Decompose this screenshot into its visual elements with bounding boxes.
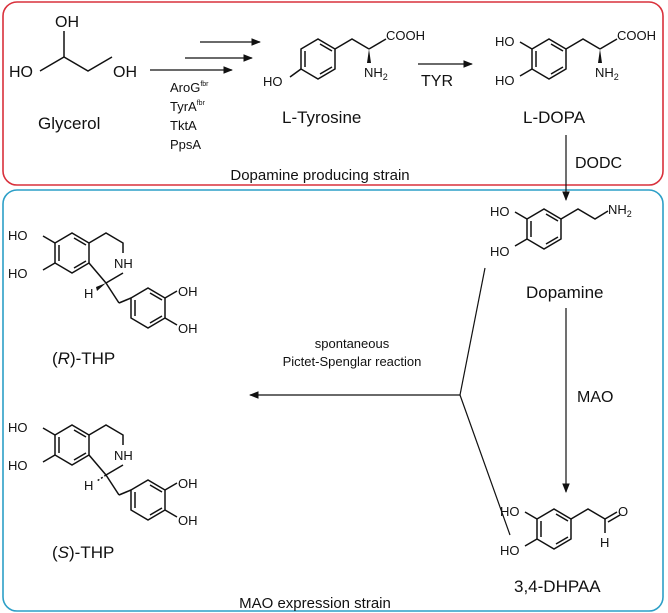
enzyme-tyr: TYR: [421, 73, 453, 90]
dopamine-label: Dopamine: [526, 283, 604, 302]
enzyme-aro: AroG: [170, 80, 200, 95]
converge-line-bottom: [459, 394, 511, 536]
dopa-structure: HO HO COOH NH2: [495, 28, 656, 88]
reaction-line-2: Pictet-Spenglar reaction: [283, 354, 422, 369]
atom-oh: OH: [178, 476, 198, 491]
r-thp-structure: HO HO NH H OH OH: [8, 228, 198, 336]
s-thp-structure: HO HO NH H OH OH: [8, 420, 198, 528]
atom-ho: HO: [495, 34, 515, 49]
svg-text:TyrAfbr: TyrAfbr: [170, 99, 206, 114]
atom-h: H: [600, 535, 609, 550]
atom-ho: HO: [8, 228, 28, 243]
atom-ho: HO: [490, 244, 510, 259]
enzyme-dodc: DODC: [575, 155, 622, 172]
atom-ho: HO: [8, 458, 28, 473]
tyrosine-structure: HO COOH NH2: [263, 28, 425, 89]
atom-oh: OH: [113, 64, 137, 81]
r-thp-label: (R)-THP: [52, 349, 115, 368]
fbr-superscript: fbr: [200, 81, 209, 88]
atom-oh: OH: [178, 284, 198, 299]
atom-oh: OH: [178, 513, 198, 528]
dhpaa-structure: HO HO O H: [500, 504, 628, 558]
enzyme-ppsa: PpsA: [170, 137, 201, 152]
atom-ho: HO: [490, 204, 510, 219]
producing-strain-label: Dopamine producing strain: [230, 167, 409, 184]
atom-ho: HO: [263, 74, 283, 89]
dopa-label: L-DOPA: [523, 108, 586, 127]
enzyme-list: AroGfbr TyrAfbr TktA PpsA: [170, 80, 209, 152]
atom-nh2: NH2: [608, 202, 632, 219]
fbr-superscript: fbr: [197, 100, 206, 107]
atom-o: O: [618, 504, 628, 519]
glycerol-structure: HO OH OH: [9, 14, 137, 81]
atom-ho: HO: [8, 420, 28, 435]
atom-cooh: COOH: [386, 28, 425, 43]
dopamine-structure: HO HO NH2: [490, 202, 632, 259]
atom-h: H: [84, 478, 93, 493]
atom-nh: NH: [114, 256, 133, 271]
reaction-line-1: spontaneous: [315, 336, 390, 351]
s-thp-label: (S)-THP: [52, 543, 114, 562]
atom-nh: NH: [114, 448, 133, 463]
atom-ho: HO: [9, 64, 33, 81]
atom-oh: OH: [178, 321, 198, 336]
atom-nh2: NH2: [595, 65, 619, 82]
atom-ho: HO: [500, 504, 520, 519]
glycerol-label: Glycerol: [38, 114, 100, 133]
atom-cooh: COOH: [617, 28, 656, 43]
enzyme-tkta: TktA: [170, 118, 197, 133]
atom-ho: HO: [495, 73, 515, 88]
svg-text:AroGfbr: AroGfbr: [170, 80, 209, 95]
atom-h: H: [84, 286, 93, 301]
dhpaa-label: 3,4-DHPAA: [514, 577, 601, 596]
atom-oh: OH: [55, 14, 79, 31]
tyrosine-label: L-Tyrosine: [282, 108, 361, 127]
expression-strain-box: [2, 189, 664, 612]
expression-strain-label: MAO expression strain: [239, 595, 391, 612]
atom-ho: HO: [8, 266, 28, 281]
atom-nh2: NH2: [364, 65, 388, 82]
enzyme-mao: MAO: [577, 389, 613, 406]
atom-ho: HO: [500, 543, 520, 558]
producing-strain-box: [2, 1, 664, 186]
enzyme-tyra: TyrA: [170, 99, 197, 114]
converge-line-top: [459, 267, 486, 396]
